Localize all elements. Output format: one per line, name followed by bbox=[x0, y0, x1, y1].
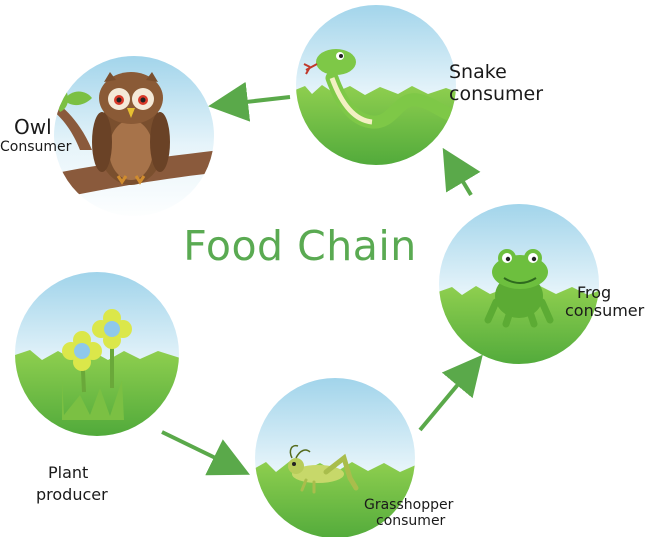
snake-role: consumer bbox=[449, 82, 544, 105]
owl-role: Consumer bbox=[0, 139, 72, 155]
grasshopper-circle bbox=[255, 378, 415, 537]
frog-circle bbox=[439, 204, 599, 364]
grasshopper-name: Grasshopper bbox=[364, 497, 454, 513]
arrows bbox=[161, 81, 483, 476]
diagram-title: Food Chain bbox=[183, 222, 417, 270]
owl-name: Owl bbox=[14, 115, 52, 139]
grasshopper-label: Grasshopper consumer bbox=[364, 497, 474, 529]
snake-circle bbox=[296, 5, 456, 165]
frog-icon bbox=[484, 249, 554, 328]
arrow-frog-to-snake bbox=[442, 147, 481, 197]
plant-name: Plant bbox=[48, 463, 89, 482]
owl-circle bbox=[54, 56, 214, 216]
arrow-grasshopper-to-frog bbox=[418, 354, 483, 432]
snake-icon bbox=[303, 49, 456, 129]
plant-label: Plant producer bbox=[36, 463, 136, 505]
flower-icon bbox=[62, 309, 132, 420]
snake-name: Snake bbox=[449, 61, 507, 83]
arrow-snake-to-owl bbox=[208, 81, 291, 122]
frog-role: consumer bbox=[565, 301, 645, 321]
frog-name: Frog bbox=[577, 283, 612, 302]
snake-label: Snake consumer bbox=[449, 61, 569, 106]
leaf-icon bbox=[64, 91, 92, 106]
plant-role: producer bbox=[36, 485, 108, 505]
grasshopper-icon bbox=[288, 444, 359, 494]
owl-icon bbox=[92, 72, 170, 185]
owl-label: Owl Consumer bbox=[0, 115, 72, 156]
grasshopper-role: consumer bbox=[376, 513, 446, 530]
plant-circle bbox=[15, 272, 179, 436]
arrow-plant-to-grasshopper bbox=[161, 430, 250, 476]
frog-label: Frog consumer bbox=[565, 283, 650, 321]
